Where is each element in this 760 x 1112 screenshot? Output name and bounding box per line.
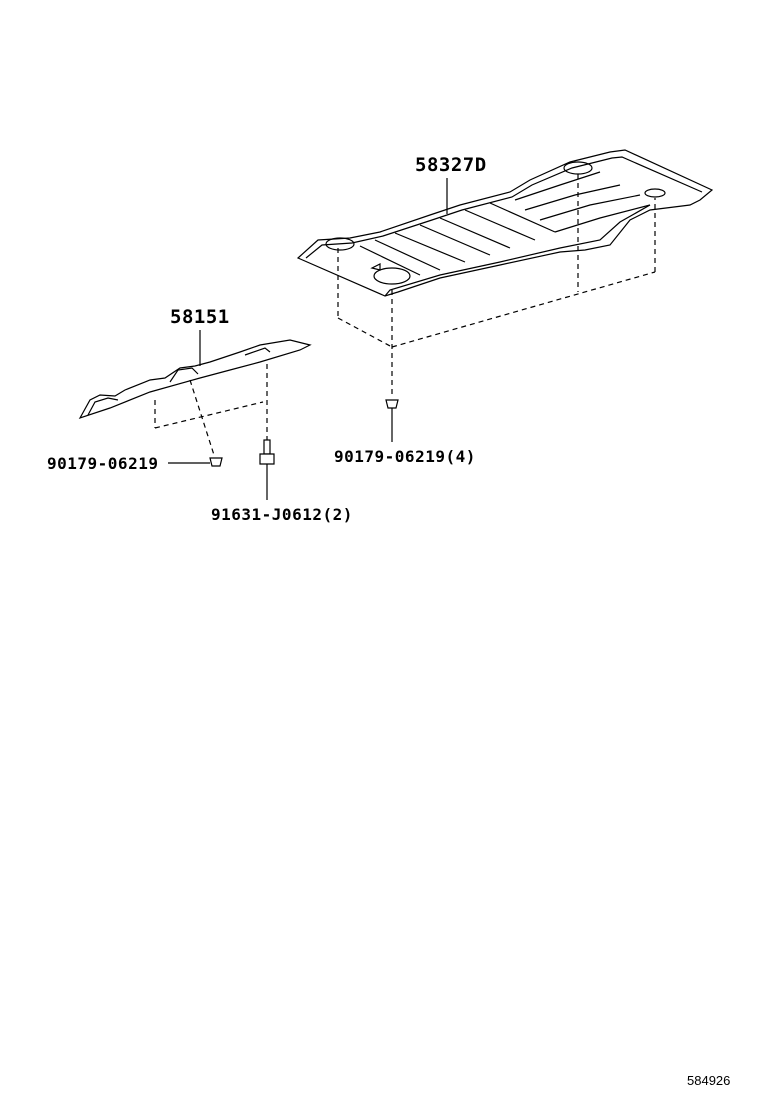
part-label-90179-06219-qty4[interactable]: 90179-06219(4) xyxy=(334,447,476,466)
clip-nut-right-icon xyxy=(385,399,399,442)
dashed-guides-58327D xyxy=(337,174,656,398)
part-label-91631-J0612[interactable]: 91631-J0612(2) xyxy=(211,505,353,524)
reference-number: 584926 xyxy=(687,1073,731,1088)
part-label-58327D[interactable]: 58327D xyxy=(415,154,487,176)
bolt-icon xyxy=(259,439,275,500)
part-label-58151[interactable]: 58151 xyxy=(170,306,230,328)
clip-nut-left-icon xyxy=(168,457,223,467)
panel-58151 xyxy=(78,339,312,420)
dashed-guides-58151 xyxy=(154,364,268,456)
part-label-90179-06219[interactable]: 90179-06219 xyxy=(47,454,159,473)
panel-58327D xyxy=(296,149,714,297)
